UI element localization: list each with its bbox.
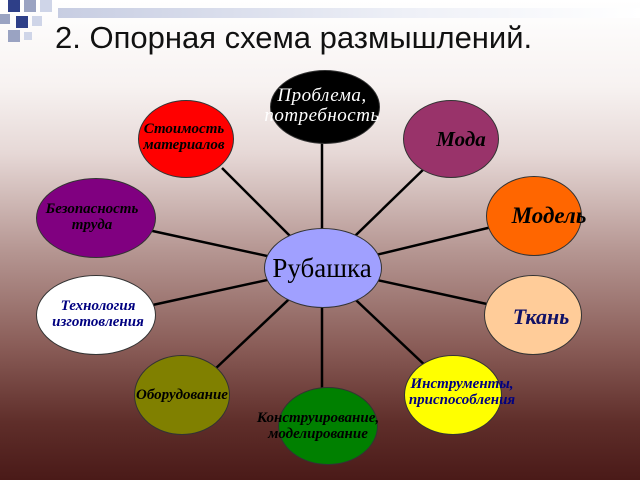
label-equipment: Оборудование (136, 387, 228, 403)
corner-decoration (0, 0, 70, 45)
label-technology: Технология изготовления (52, 298, 144, 330)
slide-title: 2. Опорная схема размышлений. (55, 20, 533, 55)
label-fashion: Мода (436, 127, 486, 151)
node-equipment (134, 355, 230, 435)
node-design (278, 387, 378, 465)
label-safety: Безопасность труда (45, 201, 139, 233)
node-center (264, 228, 382, 308)
node-technology (36, 275, 156, 355)
label-design: Конструирование, моделирование (256, 410, 380, 442)
node-fashion (403, 100, 499, 178)
label-fabric: Ткань (512, 304, 570, 329)
center-label: Рубашка (272, 253, 372, 283)
label-tools: Инструменты, приспособления (408, 376, 516, 408)
label-problem: Проблема, потребность (264, 85, 380, 126)
label-model: Модель (511, 203, 587, 228)
node-tools (404, 355, 502, 435)
node-safety (36, 178, 156, 258)
node-fabric (484, 275, 582, 355)
node-cost (138, 100, 234, 178)
title-bar-decoration (58, 8, 640, 18)
node-model (486, 176, 582, 256)
label-cost: Стоимость материалов (143, 121, 225, 153)
node-problem (270, 70, 380, 144)
